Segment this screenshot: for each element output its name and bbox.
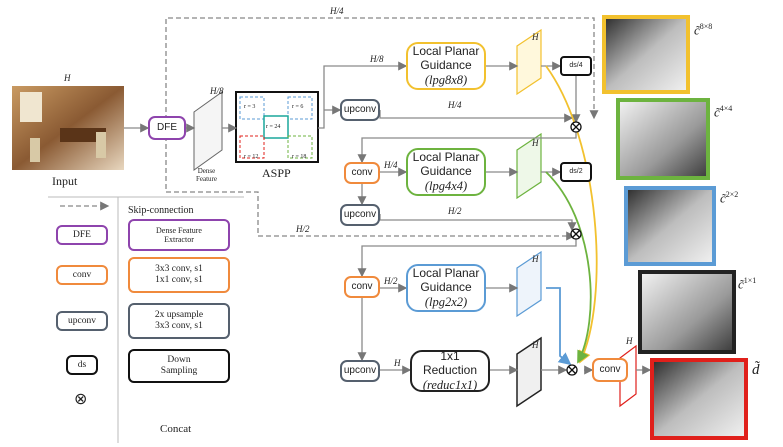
output-caption-4x4: c̃4×4 xyxy=(714,104,732,120)
lpg4x4-name: (lpg4x4) xyxy=(424,178,468,193)
aspp-block xyxy=(235,91,319,163)
output-symbol-8x8: c̃ xyxy=(694,22,700,38)
input-image xyxy=(12,86,124,170)
dim-h2-a: H/2 xyxy=(448,206,462,216)
input-label: Input xyxy=(52,174,78,188)
output-caption-8x8: c̃8×8 xyxy=(694,22,712,38)
legend-desc-dfe: Dense Feature Extractor xyxy=(128,219,230,251)
output-symbol-1x1: c̃ xyxy=(738,276,744,292)
aspp-rate-3: r = 3 xyxy=(244,104,256,110)
dim-h4-b: H/4 xyxy=(384,160,398,170)
lpg2x2-block: Local Planar Guidance (lpg2x2) xyxy=(406,264,486,312)
legend-key-concat-icon: ⊗ xyxy=(74,389,88,408)
dim-h2-b: H/2 xyxy=(296,224,310,234)
legend-desc-conv: 3x3 conv, s1 1x1 conv, s1 xyxy=(128,257,230,293)
lpg2x2-name: (lpg2x2) xyxy=(424,294,468,309)
output-sup-4x4: 4×4 xyxy=(719,104,733,113)
legend-key-dfe: DFE xyxy=(56,225,108,245)
reduction-block: 1x1 Reduction (reduc1x1) xyxy=(410,349,490,392)
output-sup-8x8: 8×8 xyxy=(699,22,713,31)
dense-feature-dim: H/8 xyxy=(210,86,224,96)
dim-h-6: H xyxy=(626,336,633,346)
legend-key-ds: ds xyxy=(66,355,98,375)
dim-h-3: H xyxy=(532,254,539,264)
aspp-rate-6: r = 6 xyxy=(292,104,304,110)
legend-desc-concat: Concat xyxy=(160,423,192,435)
output-sup-2x2: 2×2 xyxy=(725,190,739,199)
output-symbol-2x2: c̃ xyxy=(720,190,726,206)
output-thumbnails xyxy=(602,15,748,440)
aspp-rate-24: r = 24 xyxy=(266,124,281,130)
output-caption-final: d̃ xyxy=(752,362,760,379)
input-dim-label: H xyxy=(64,73,71,83)
aspp-rate-18: r = 18 xyxy=(292,154,307,160)
lpg8x8-title: Local Planar Guidance xyxy=(412,44,480,72)
dim-h2-c: H/2 xyxy=(384,276,398,286)
lpg4x4-output-plane xyxy=(516,132,542,200)
dim-h-4: H xyxy=(394,358,401,368)
lpg8x8-name: (lpg8x8) xyxy=(424,72,468,87)
yellow-guidance-arrow xyxy=(545,65,598,364)
output-symbol-4x4: c̃ xyxy=(714,104,720,120)
upconv-block-3: upconv xyxy=(340,360,380,382)
upconv-block-1: upconv xyxy=(340,99,380,121)
dim-h4-top: H/4 xyxy=(330,6,344,16)
legend-key-conv: conv xyxy=(56,265,108,285)
dim-h-2: H xyxy=(532,138,539,148)
legend-key-upconv: upconv xyxy=(56,311,108,331)
dfe-block: DFE xyxy=(148,116,186,140)
aspp-rate-12: r = 12 xyxy=(244,154,259,160)
aspp-label: ASPP xyxy=(262,166,291,180)
skip-connections xyxy=(60,17,599,241)
upconv-block-2: upconv xyxy=(340,204,380,226)
legend-lines xyxy=(48,196,244,443)
lpg2x2-title: Local Planar Guidance xyxy=(412,266,480,294)
lpg8x8-output-plane xyxy=(516,28,542,96)
legend-desc-ds: Down Sampling xyxy=(128,349,230,383)
dim-h-5: H xyxy=(532,340,539,350)
reduction-name: (reduc1x1) xyxy=(422,377,478,392)
legend-desc-upconv: 2x upsample 3x3 conv, s1 xyxy=(128,303,230,339)
lpg8x8-block: Local Planar Guidance (lpg8x8) xyxy=(406,42,486,90)
dim-h-1: H xyxy=(532,32,539,42)
ds4-block: ds/4 xyxy=(560,56,592,76)
dense-feature-label: Dense Feature xyxy=(196,167,217,183)
output-caption-1x1: c̃1×1 xyxy=(738,276,756,292)
conv-block-1: conv xyxy=(344,162,380,184)
reduction-title: 1x1 Reduction xyxy=(422,349,478,377)
conv-block-final: conv xyxy=(592,358,628,382)
ds2-block: ds/2 xyxy=(560,162,592,182)
output-sup-1x1: 1×1 xyxy=(743,276,757,285)
reduction-output-plane xyxy=(516,336,542,408)
dim-h8: H/8 xyxy=(370,54,384,64)
output-caption-2x2: c̃2×2 xyxy=(720,190,738,206)
legend-skip-label: Skip-connection xyxy=(128,205,194,216)
blue-guidance-arrow xyxy=(546,287,572,366)
lpg2x2-output-plane xyxy=(516,250,542,318)
main-connections xyxy=(124,61,652,375)
output-symbol-final: d̃ xyxy=(752,362,760,378)
green-guidance-arrow xyxy=(545,171,592,364)
lpg4x4-title: Local Planar Guidance xyxy=(412,150,480,178)
concat-symbols xyxy=(566,121,582,376)
dim-h4-a: H/4 xyxy=(448,100,462,110)
dense-feature-plane xyxy=(193,91,223,171)
conv-block-2: conv xyxy=(344,276,380,298)
lpg4x4-block: Local Planar Guidance (lpg4x4) xyxy=(406,148,486,196)
legend: Skip-connection DFE Dense Feature Extrac… xyxy=(48,197,244,443)
